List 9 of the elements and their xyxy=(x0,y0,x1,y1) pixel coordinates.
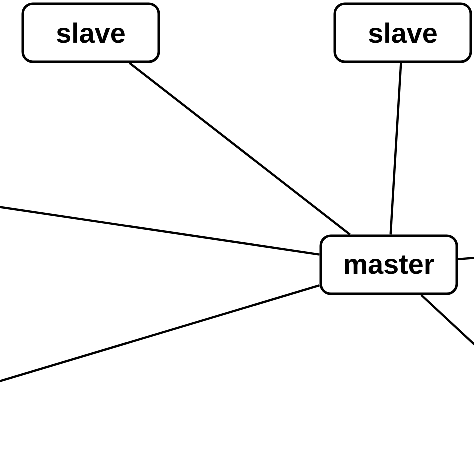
node-box: master xyxy=(320,234,458,296)
connector-line xyxy=(129,62,351,236)
connector-line xyxy=(0,284,320,384)
node-box: slave xyxy=(334,2,472,64)
connector-line xyxy=(0,206,320,256)
connector-line xyxy=(420,294,474,347)
connector-line xyxy=(458,256,474,261)
connector-line xyxy=(390,63,402,235)
node-box: slave xyxy=(22,2,160,64)
